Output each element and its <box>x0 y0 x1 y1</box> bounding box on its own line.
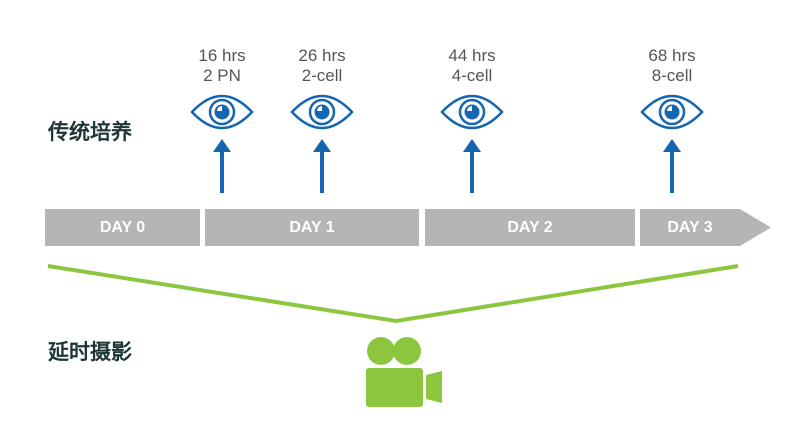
day-label: DAY 1 <box>289 219 335 236</box>
timelapse-label: 延时摄影 <box>48 340 132 364</box>
eye-icon <box>440 94 504 130</box>
eye-icon <box>640 94 704 130</box>
day0-segment <box>45 209 200 246</box>
eye-icon <box>190 94 254 130</box>
day1-segment <box>205 209 419 246</box>
up-arrow-icon <box>463 139 481 193</box>
up-arrow-icon <box>213 139 231 193</box>
day3-segment-arrow <box>640 209 771 246</box>
eye-icon <box>290 94 354 130</box>
timelapse-coverage-line <box>47 264 739 324</box>
day-label: DAY 3 <box>667 219 713 236</box>
up-arrow-icon <box>663 139 681 193</box>
up-arrow-icon <box>313 139 331 193</box>
conventional-culture-label: 传统培养 <box>48 120 132 144</box>
timeline-bar <box>45 209 771 246</box>
day-label: DAY 0 <box>99 219 146 236</box>
video-camera-icon <box>366 337 442 407</box>
day-label: DAY 2 <box>507 219 553 236</box>
day2-segment <box>425 209 635 246</box>
